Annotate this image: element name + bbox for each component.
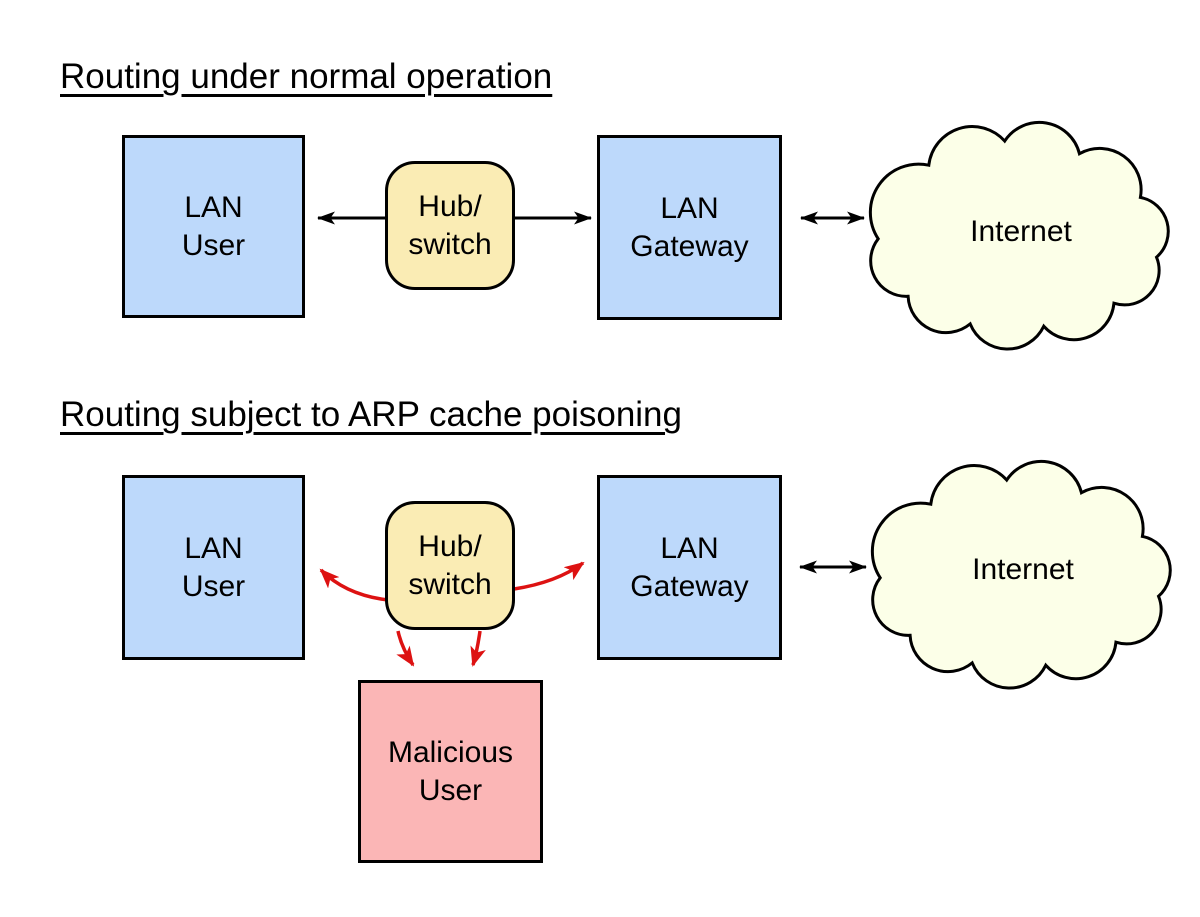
red-arrow-hub-to-gateway — [513, 561, 585, 591]
section-title-normal: Routing under normal operation — [60, 57, 553, 96]
node-hub-switch-normal: Hub/ switch — [385, 161, 515, 290]
red-arrow-hub-to-malicious-right — [470, 630, 486, 667]
red-arrow-hub-to-lan-user — [319, 568, 389, 602]
node-lan-gateway-normal: LAN Gateway — [597, 135, 782, 320]
section-title-poisoned: Routing subject to ARP cache poisoning — [60, 395, 682, 434]
node-hub-switch-poisoned: Hub/ switch — [385, 501, 515, 630]
internet-cloud-normal — [868, 120, 1170, 351]
node-lan-user-poisoned: LAN User — [122, 475, 305, 660]
node-lan-user-normal: LAN User — [122, 135, 305, 318]
node-lan-gateway-poisoned: LAN Gateway — [597, 475, 782, 660]
internet-cloud-poisoned — [870, 459, 1172, 690]
red-arrow-hub-to-malicious-left — [396, 630, 415, 667]
node-malicious-user: Malicious User — [358, 680, 543, 863]
